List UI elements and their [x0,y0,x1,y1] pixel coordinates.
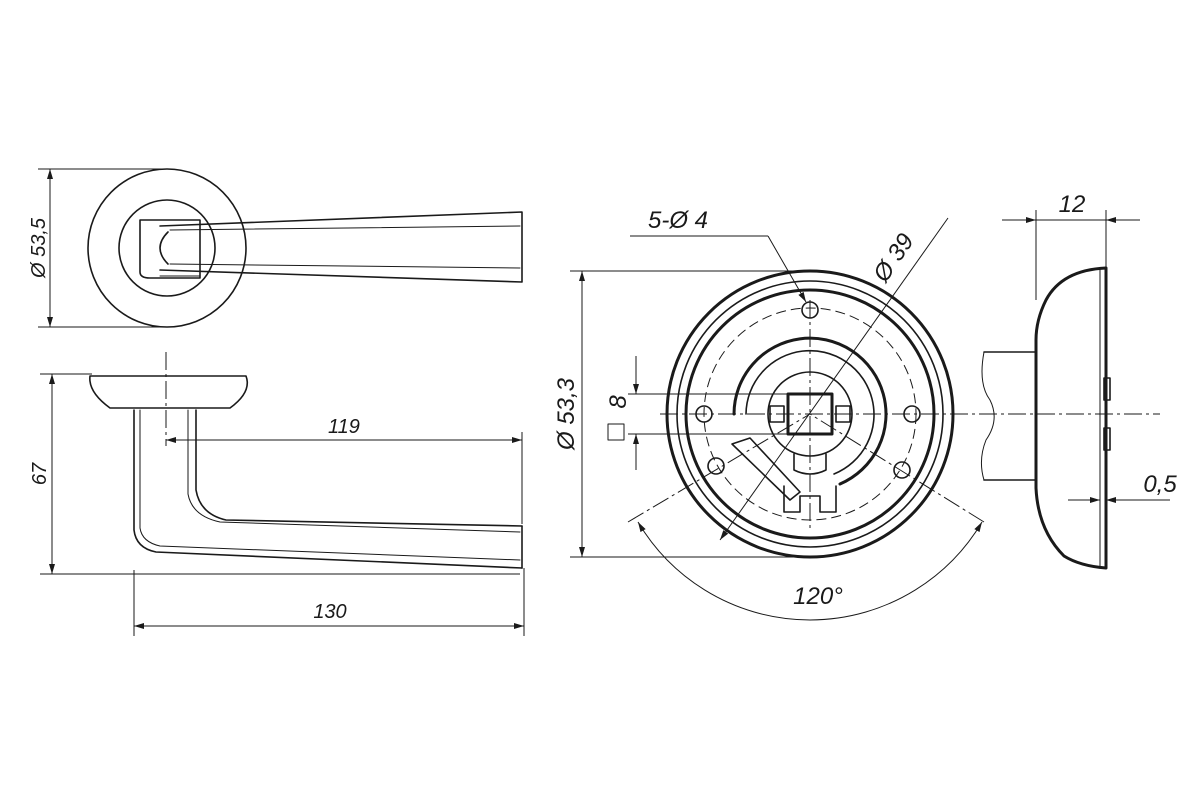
inner-length-label: 119 [328,416,360,438]
front-diameter-label: Ø 53,5 [28,217,50,279]
gap-label: 0,5 [1143,471,1177,498]
lever-outer-profile [133,409,523,569]
mount-hole-bottom-right [893,461,911,479]
holes-label: 5-Ø 4 [648,207,708,234]
rose-side-section: 12 0,5 [980,191,1177,570]
rose-outer-circle [87,168,247,328]
lever-fillet-line [139,409,521,561]
lever-end-curve [159,231,169,265]
rose-diameter-label: Ø 53,3 [553,377,580,451]
lever-inner-lines [169,225,521,269]
side-view: 67 119 130 [29,352,525,636]
height-label: 67 [29,462,51,485]
angle-label: 120° [793,583,843,610]
cap-detail-top [1103,377,1111,401]
neck-edges [159,219,201,277]
square-size-label: 8 [605,395,632,409]
mechanism-tab [731,437,801,501]
front-view: Ø 53,5 [28,168,523,328]
holes-leader [767,235,807,303]
angle-line-right [809,413,985,523]
rose-cap-profile [1034,266,1108,570]
lever-neck [139,219,201,279]
bolt-circle-label: Ø 39 [867,229,919,288]
square-symbol [607,423,625,441]
total-length-label: 130 [313,601,346,623]
bolt-circle-dim-line [719,217,949,541]
rose-inner-circle [118,199,216,297]
lever-inner-profile [195,409,523,527]
mechanism-arc-outer [732,336,888,486]
angle-arc [637,521,983,621]
spindle-housing [983,351,1037,481]
lever-inner-fillet [187,409,521,533]
rose-profile [89,375,249,409]
angle-line-left [627,413,811,523]
mount-hole-bottom-left [707,457,725,475]
rose-thickness-label: 12 [1059,191,1086,218]
rose-back-view: 5-Ø 4 Ø 39 Ø 53,3 8 120° [553,207,1160,621]
lever-body-outline [159,211,523,283]
cap-detail-bottom [1103,427,1111,451]
break-line [980,351,995,481]
